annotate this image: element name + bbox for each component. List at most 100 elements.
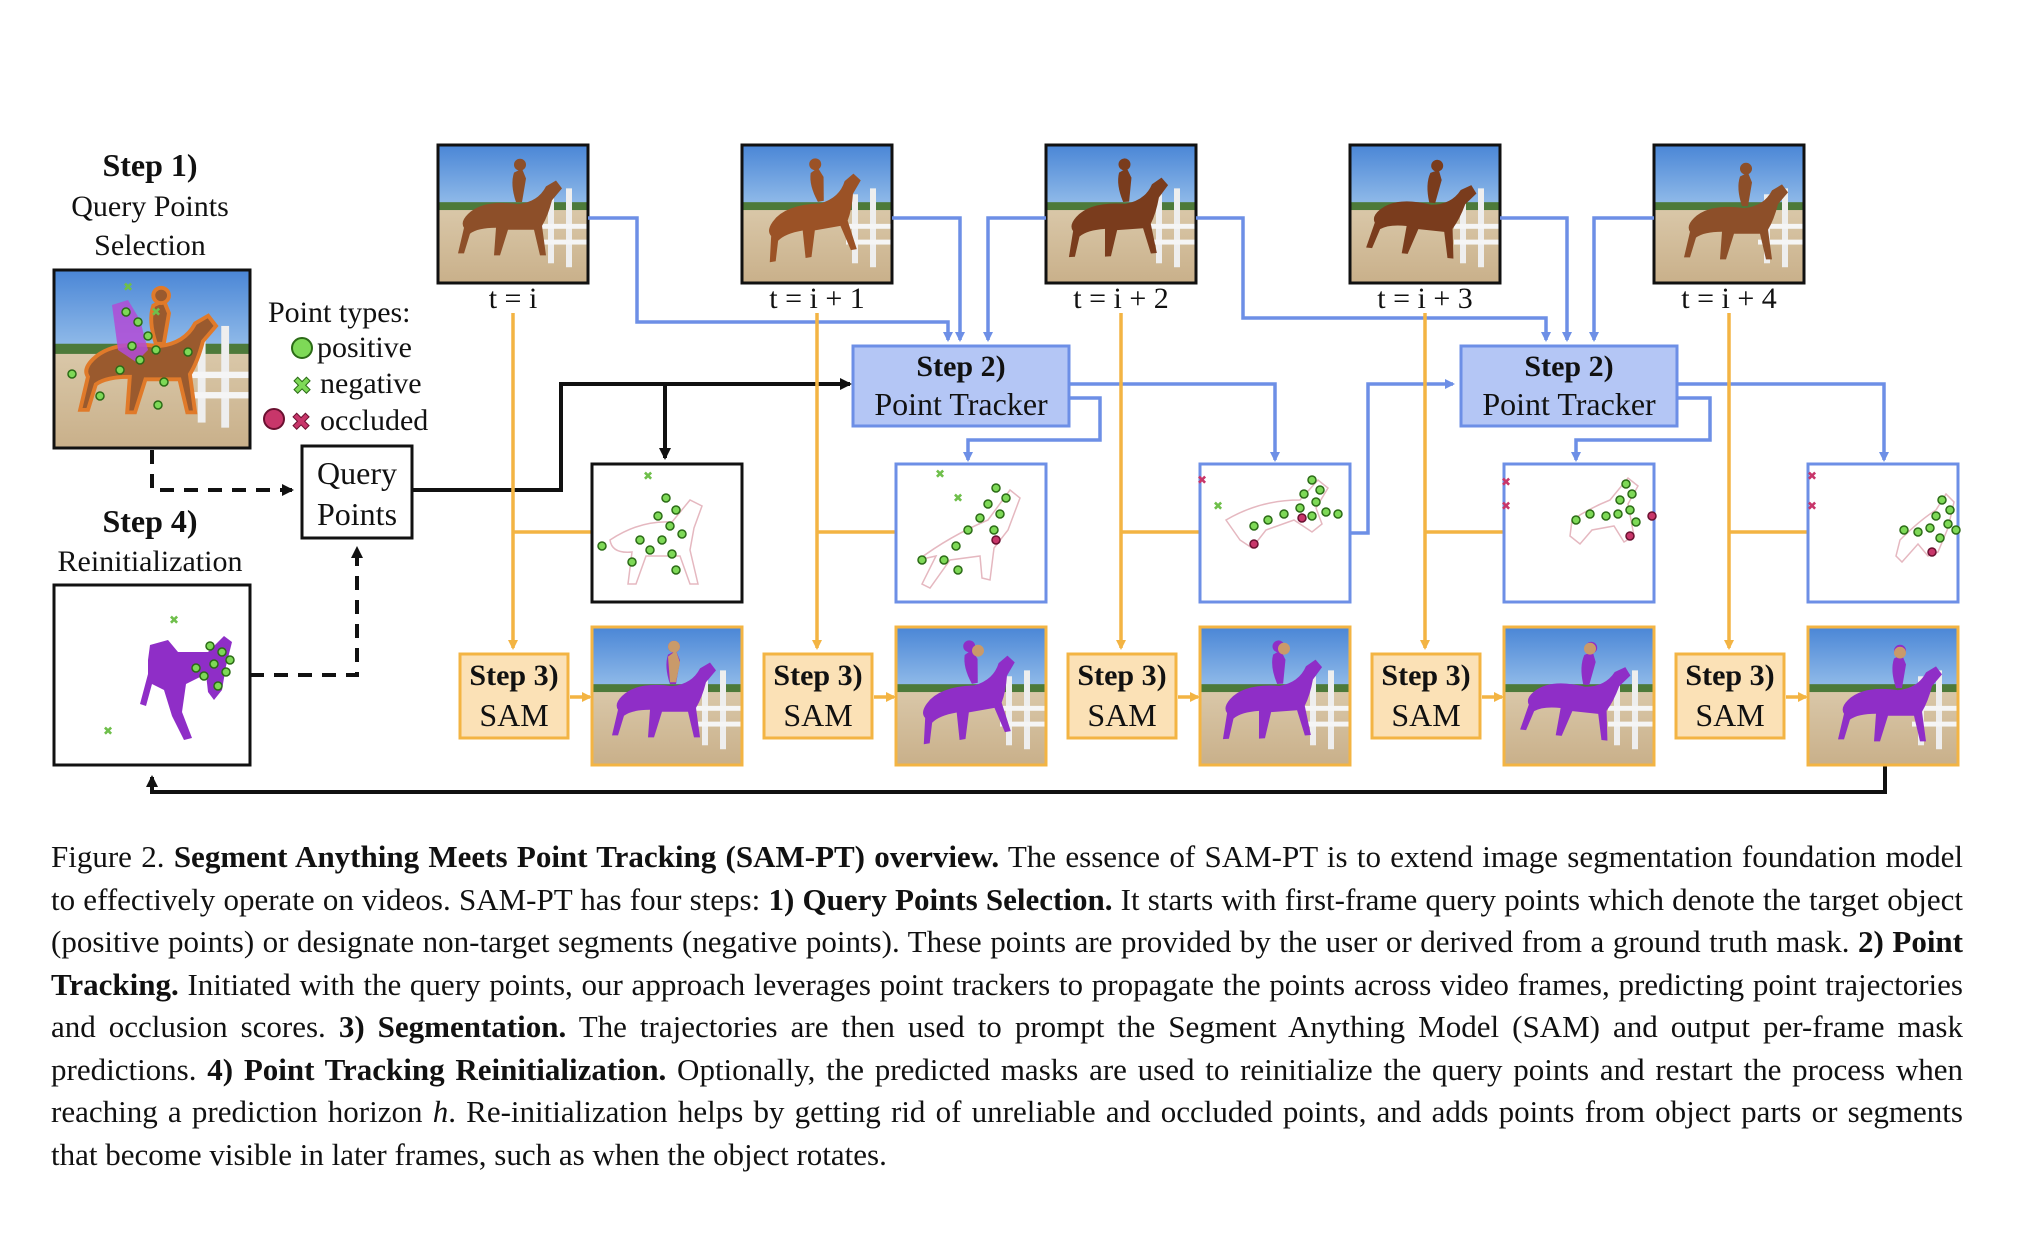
sam-box-3: Step 3) SAM xyxy=(1370,652,1482,740)
sam0-title: Step 3) xyxy=(469,659,558,692)
sam2-label: SAM xyxy=(1087,697,1156,733)
caption-step3-title: 3) Segmentation. xyxy=(338,1009,567,1044)
tracker2-to-points4-line xyxy=(1677,382,1889,462)
mask-output-4 xyxy=(1806,625,1960,767)
frame-label-3: t = i + 3 xyxy=(1377,282,1473,315)
frame2-to-tracker1-line xyxy=(983,216,1046,342)
tracker1-label: Point Tracker xyxy=(874,386,1048,422)
frame-0 xyxy=(436,143,590,285)
legend-occluded: occluded xyxy=(320,404,428,437)
sam4-title: Step 3) xyxy=(1685,659,1774,692)
sam1-title: Step 3) xyxy=(773,659,862,692)
svg-text:✖: ✖ xyxy=(643,469,653,483)
points-panel-4: ✖✖ xyxy=(1806,462,1961,604)
reinit-feedback-arrow xyxy=(146,765,1887,794)
frame-label-0: t = i xyxy=(489,282,538,315)
tracker1-to-points2-line xyxy=(1068,382,1280,462)
legend-positive: positive xyxy=(317,331,412,364)
query-points-line2: Points xyxy=(317,496,397,532)
caption-step1-title: 1) Query Points Selection. xyxy=(768,881,1113,917)
points-panel-0: ✖ xyxy=(590,462,744,604)
caption-step3-text: The trajectories are then used to prompt… xyxy=(51,1009,1963,1087)
caption-intro: The essence of SAM-PT is to extend image… xyxy=(51,839,1963,917)
tracker2-title: Step 2) xyxy=(1524,350,1613,383)
figure-caption: Figure 2. Segment Anything Meets Point T… xyxy=(51,836,1963,1176)
svg-text:✖: ✖ xyxy=(1197,473,1207,487)
negative-point-icon: ✖ xyxy=(292,372,312,400)
step4-title: Step 4) xyxy=(102,503,197,539)
caption-figure-label: Figure 2. xyxy=(51,839,165,874)
svg-text:✖: ✖ xyxy=(935,467,945,481)
sam-box-0: Step 3) SAM xyxy=(458,652,570,740)
caption-step1-text: It starts with first-frame query points … xyxy=(51,881,1963,960)
frame-2 xyxy=(1044,143,1198,285)
caption-title: Segment Anything Meets Point Tracking (S… xyxy=(173,839,1000,874)
frame-label-1: t = i + 1 xyxy=(769,282,865,315)
svg-text:✖: ✖ xyxy=(1807,469,1817,483)
sam1-label: SAM xyxy=(783,697,852,733)
sam0-label: SAM xyxy=(479,697,548,733)
points-panel-2: ✖ ✖ xyxy=(1197,462,1352,604)
sam-box-1: Step 3) SAM xyxy=(762,652,874,740)
point-tracker-box-1 xyxy=(851,344,1071,428)
tracker1-to-points1-line xyxy=(963,396,1102,462)
sam2-title: Step 3) xyxy=(1077,659,1166,692)
points-panel-1: ✖✖ xyxy=(894,462,1048,604)
step1-annotated-image: ✖ ✖ xyxy=(52,268,252,450)
query-points-box xyxy=(300,444,414,540)
frame-4 xyxy=(1652,143,1806,285)
frame-label-4: t = i + 4 xyxy=(1681,282,1777,315)
step1-to-query-arrow xyxy=(150,450,294,496)
svg-text:✖: ✖ xyxy=(169,613,179,627)
caption-step2-text: Initiated with the query points, our app… xyxy=(51,966,1963,1045)
frame1-to-tracker1-line xyxy=(892,216,965,342)
mask-output-0 xyxy=(590,625,744,767)
point-tracker-box-2 xyxy=(1459,344,1679,428)
svg-text:✖: ✖ xyxy=(151,305,161,319)
frame-3 xyxy=(1348,143,1502,285)
legend-title: Point types: xyxy=(268,296,411,329)
frame-label-2: t = i + 2 xyxy=(1073,282,1169,315)
tracker1-title: Step 2) xyxy=(916,350,1005,383)
legend-negative: negative xyxy=(320,367,422,400)
sam-box-4: Step 3) SAM xyxy=(1674,652,1786,740)
svg-text:✖: ✖ xyxy=(1213,499,1223,513)
occluded-negative-icon: ✖ xyxy=(291,408,311,436)
step1-title: Step 1) xyxy=(102,147,197,183)
sam4-label: SAM xyxy=(1695,697,1764,733)
query-to-tracker-arrow xyxy=(412,378,852,492)
mask-output-2 xyxy=(1198,625,1352,767)
tracker2-label: Point Tracker xyxy=(1482,386,1656,422)
svg-text:✖: ✖ xyxy=(1501,475,1511,489)
step4-to-query-arrow xyxy=(250,546,363,677)
caption-step4-text-b: . Re-initialization helps by getting rid… xyxy=(51,1094,1963,1172)
sam3-label: SAM xyxy=(1391,697,1460,733)
svg-text:✖: ✖ xyxy=(123,280,133,294)
frame-1 xyxy=(740,143,894,285)
svg-text:✖: ✖ xyxy=(103,724,113,738)
step1-line1: Query Points xyxy=(71,190,229,223)
caption-step4-text-a: Optionally, the predicted masks are used… xyxy=(51,1051,1964,1130)
svg-text:✖: ✖ xyxy=(953,491,963,505)
caption-horizon-variable: h xyxy=(432,1094,449,1129)
query-points-line1: Query xyxy=(317,455,397,491)
step1-line2: Selection xyxy=(94,229,206,262)
frame3-to-tracker2-line xyxy=(1500,216,1572,342)
samp-pt-overview-diagram: Step 1) Query Points Selection ✖ ✖ Point… xyxy=(52,143,1961,794)
frame0-to-tracker1-line xyxy=(588,216,953,342)
mask-output-3 xyxy=(1502,625,1656,767)
svg-text:✖: ✖ xyxy=(1501,499,1511,513)
points2-to-tracker2-line xyxy=(1348,379,1455,535)
caption-step2-title: 2) Point Tracking. xyxy=(51,924,1963,1002)
sam3-title: Step 3) xyxy=(1381,659,1470,692)
mask-output-1 xyxy=(894,625,1048,767)
points-panel-3: ✖✖ xyxy=(1501,462,1657,604)
positive-point-icon xyxy=(291,337,313,359)
occluded-positive-icon xyxy=(263,408,285,430)
frame2-to-tracker2-line xyxy=(1196,216,1551,342)
frame4-to-tracker2-line xyxy=(1589,216,1654,342)
sam-box-2: Step 3) SAM xyxy=(1066,652,1178,740)
step4-subtitle: Reinitialization xyxy=(58,545,243,578)
tracker2-to-points3-line xyxy=(1571,396,1712,462)
step4-reinit-image: ✖✖ xyxy=(52,583,252,767)
